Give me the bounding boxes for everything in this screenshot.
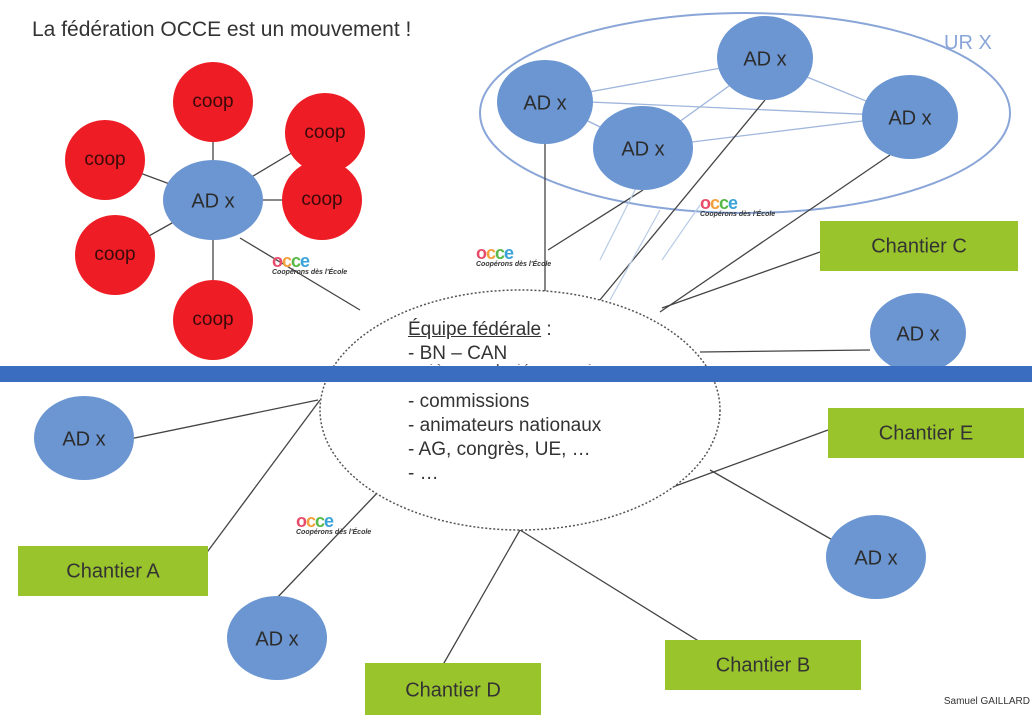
equipe-heading: Équipe fédérale xyxy=(408,319,542,340)
coop-node: coop xyxy=(173,280,253,360)
occe-logo: occe Coopérons dès l'École xyxy=(296,512,371,536)
occe-logo-tagline: Coopérons dès l'École xyxy=(296,529,372,536)
svg-text:AD x: AD x xyxy=(743,48,786,70)
ad-node-ur-2: AD x xyxy=(593,106,693,190)
svg-text:coop: coop xyxy=(192,309,233,330)
occe-logo-wordmark: occe xyxy=(700,193,738,213)
svg-text:AD x: AD x xyxy=(888,107,931,129)
equipe-list: - BN – CAN - siège, salariés, services -… xyxy=(408,342,621,486)
ad-node-bottom-left: AD x xyxy=(227,596,327,680)
equipe-item: - … xyxy=(408,463,439,484)
svg-text:coop: coop xyxy=(84,149,125,170)
svg-text:Chantier E: Chantier E xyxy=(879,422,974,444)
occe-logo-wordmark: occe xyxy=(296,511,334,531)
occe-logo-tagline: Coopérons dès l'École xyxy=(272,269,348,276)
equipe-item: - BN – CAN xyxy=(408,343,508,364)
occe-logo: occe Coopérons dès l'École xyxy=(700,194,775,218)
occe-logo-tagline: Coopérons dès l'École xyxy=(700,211,776,218)
coop-node: coop xyxy=(285,93,365,173)
chantier-a: Chantier A xyxy=(18,546,208,596)
ad-node-ur-3: AD x xyxy=(717,16,813,100)
svg-text:AD x: AD x xyxy=(896,323,939,345)
occe-logo-wordmark: occe xyxy=(272,251,310,271)
author-credit: Samuel GAILLARD xyxy=(943,696,1030,707)
svg-text:AD x: AD x xyxy=(191,190,234,212)
svg-text:AD x: AD x xyxy=(621,138,664,160)
equipe-federale-outline xyxy=(319,289,721,531)
ad-node-right-bottom: AD x xyxy=(826,515,926,599)
occe-logo-wordmark: occe xyxy=(476,243,514,263)
coop-nodes: coop coop coop coop coop coop xyxy=(65,62,365,360)
chantier-c: Chantier C xyxy=(820,221,1018,271)
ad-node-center-coop: AD x xyxy=(163,160,263,240)
svg-text:AD x: AD x xyxy=(523,92,566,114)
ur-region-label: UR X xyxy=(944,32,992,54)
horizontal-band xyxy=(0,366,1032,382)
svg-text:AD x: AD x xyxy=(62,428,105,450)
svg-text:coop: coop xyxy=(304,122,345,143)
equipe-federale-text: Équipe fédérale : - BN – CAN - siège, sa… xyxy=(408,318,621,486)
chantier-d: Chantier D xyxy=(365,663,541,715)
svg-text:coop: coop xyxy=(94,244,135,265)
coop-node: coop xyxy=(173,62,253,142)
slide-title: La fédération OCCE est un mouvement ! xyxy=(32,18,412,41)
svg-text:Chantier B: Chantier B xyxy=(716,654,811,676)
ad-nodes: AD x AD x AD x AD x AD x AD x AD x AD x … xyxy=(34,16,966,680)
equipe-item: - commissions xyxy=(408,391,530,412)
ad-node-ur-1: AD x xyxy=(497,60,593,144)
ur-to-equipe-lines xyxy=(544,99,891,313)
occe-logo: occe Coopérons dès l'École xyxy=(476,244,551,268)
svg-text:coop: coop xyxy=(192,91,233,112)
chantier-b: Chantier B xyxy=(665,640,861,690)
equipe-item: - AG, congrès, UE, … xyxy=(408,439,591,460)
faint-lines xyxy=(599,179,701,301)
svg-text:Chantier C: Chantier C xyxy=(871,235,967,257)
equipe-heading-colon: : xyxy=(541,319,552,340)
chantier-e: Chantier E xyxy=(828,408,1024,458)
equipe-heading-row: Équipe fédérale : xyxy=(408,318,621,342)
svg-text:Chantier D: Chantier D xyxy=(405,679,501,701)
svg-text:AD x: AD x xyxy=(255,628,298,650)
svg-text:coop: coop xyxy=(301,189,342,210)
chantier-boxes: Chantier C Chantier E Chantier A Chantie… xyxy=(18,221,1024,715)
coop-node: coop xyxy=(75,215,155,295)
ur-region-outline xyxy=(479,12,1011,214)
occe-logo: occe Coopérons dès l'École xyxy=(272,252,347,276)
ad-node-left: AD x xyxy=(34,396,134,480)
svg-text:Chantier A: Chantier A xyxy=(66,560,160,582)
coop-node: coop xyxy=(282,160,362,240)
svg-text:AD x: AD x xyxy=(854,547,897,569)
coop-node: coop xyxy=(65,120,145,200)
ad-node-ur-4: AD x xyxy=(862,75,958,159)
equipe-connections xyxy=(124,237,871,671)
ad-node-right-top: AD x xyxy=(870,293,966,373)
occe-logo-tagline: Coopérons dès l'École xyxy=(476,261,552,268)
equipe-item: - animateurs nationaux xyxy=(408,415,602,436)
